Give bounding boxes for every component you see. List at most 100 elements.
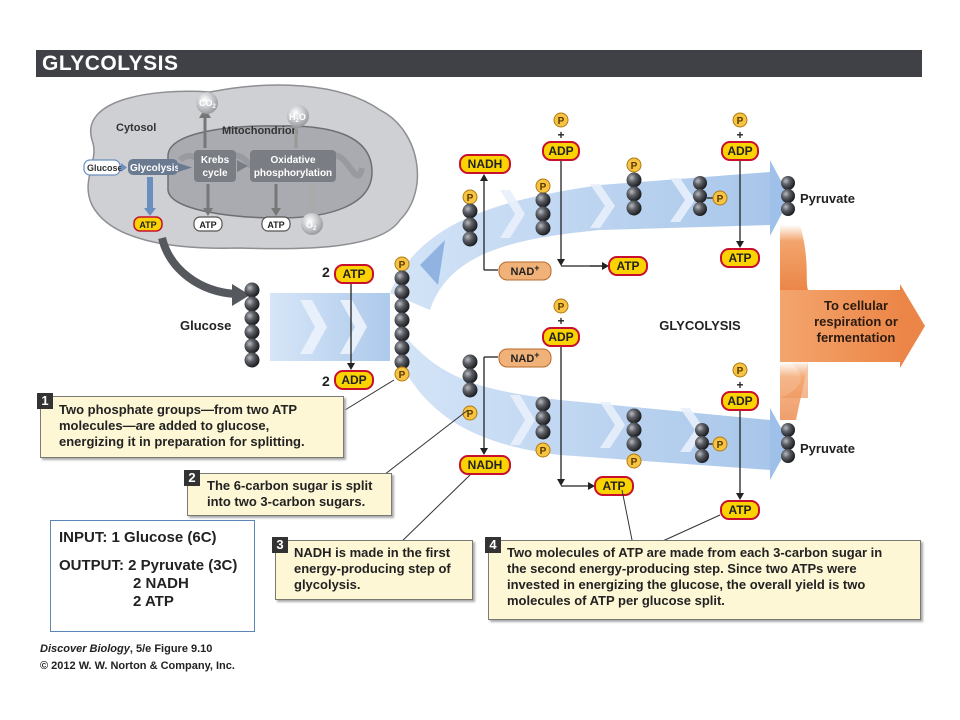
step-4-line-1: Two molecules of ATP are made from each … xyxy=(507,545,883,560)
inset-oxphos-box xyxy=(250,150,336,182)
page-title: GLYCOLYSIS xyxy=(42,52,179,75)
carbon-sphere xyxy=(693,189,707,203)
summary-box: INPUT: 1 Glucose (6C) OUTPUT: 2 Pyruvate… xyxy=(50,520,255,632)
inset-glucose-label: Glucose xyxy=(87,163,123,173)
carbon-sphere xyxy=(695,436,709,450)
step-4-box: 4 Two molecules of ATP are made from eac… xyxy=(485,537,921,620)
step-1-box: 1 Two phosphate groups—from two ATP mole… xyxy=(37,393,344,458)
carbon-sphere xyxy=(394,270,410,286)
phosphate-circle xyxy=(712,436,728,452)
carbon-sphere xyxy=(244,324,260,340)
adp-bottom-1-pill-label: ADP xyxy=(548,330,573,344)
phosphate-label: P xyxy=(717,194,724,205)
arrow-head-icon xyxy=(347,363,355,370)
plus-sign: + xyxy=(736,378,743,392)
pyruvate-label-bottom: Pyruvate xyxy=(800,441,855,456)
step-3-line-2: energy-producing step of xyxy=(294,561,451,576)
step-3-badge: 3 xyxy=(272,537,288,553)
inset-glycolysis-label: Glycolysis xyxy=(130,163,180,174)
cofactor-pills: ATPADPNADHNAD+P+ADPATPP+ADPATPNAD+NADHP+… xyxy=(334,112,760,520)
adp-top-1-pill xyxy=(542,141,580,161)
carbon-sphere xyxy=(626,436,642,452)
phosphate-label: P xyxy=(631,161,638,172)
carbon-sphere xyxy=(535,220,551,236)
output-arrow-head xyxy=(900,284,925,368)
adp-bottom-1-pill xyxy=(542,327,580,347)
carbon-sphere xyxy=(626,200,642,216)
inset-o2-orb xyxy=(301,213,323,235)
copyright: © 2012 W. W. Norton & Company, Inc. xyxy=(40,660,235,672)
carbon-sphere xyxy=(462,382,478,398)
carbon-sphere xyxy=(462,368,478,384)
adp-invest-pill xyxy=(334,370,374,390)
arrow-head-icon xyxy=(736,241,744,248)
adp-top-2-pill xyxy=(721,141,759,161)
inset-atp-3 xyxy=(261,216,291,232)
carbon-sphere xyxy=(244,310,260,326)
carbon-sphere xyxy=(394,298,410,314)
phosphate-label: P xyxy=(631,457,638,468)
step-1-line-1: Two phosphate groups—from two ATP xyxy=(59,402,298,417)
phosphate-circle xyxy=(712,190,728,206)
step-2-line-2: into two 3-carbon sugars. xyxy=(207,494,366,509)
inset-co2-label: CO2 xyxy=(199,98,217,110)
arrow-head-icon xyxy=(480,448,488,455)
adp-count: 2 xyxy=(322,373,330,389)
inset-oxphos-label-2: phosphorylation xyxy=(254,168,332,179)
phosphate-label: P xyxy=(737,366,744,377)
carbon-sphere xyxy=(244,282,260,298)
inset-oxphos-label-1: Oxidative xyxy=(270,155,315,166)
phosphate-label: P xyxy=(737,116,744,127)
atp-count: 2 xyxy=(322,264,330,280)
output-value-1: 2 Pyruvate (3C) xyxy=(128,557,238,574)
plus-sign: + xyxy=(557,128,564,142)
carbon-sphere xyxy=(535,410,551,426)
carbon-sphere xyxy=(394,284,410,300)
carbon-sphere xyxy=(244,338,260,354)
step-1-line-2: molecules—are added to glucose, xyxy=(59,418,270,433)
step-2-line-1: The 6-carbon sugar is split xyxy=(207,478,373,493)
carbon-sphere xyxy=(244,352,260,368)
cell-inset: Cytosol Mitochondrion Glucose Glycolysis… xyxy=(83,84,419,306)
zoom-arrow-icon xyxy=(232,284,250,306)
phosphate-circle xyxy=(732,112,748,128)
phosphate-circle xyxy=(553,112,569,128)
phosphate-label: P xyxy=(467,409,474,420)
atp-bottom-2-pill-label: ATP xyxy=(728,503,751,517)
plus-sign: + xyxy=(736,128,743,142)
step-4-line-4: molecules of ATP per glucose split. xyxy=(507,593,725,608)
arrow-head-icon xyxy=(480,174,488,181)
inset-glucose-pill xyxy=(83,159,121,176)
input-value: 1 Glucose (6C) xyxy=(111,529,217,546)
step-4-line-2: the second energy-producing step. Since … xyxy=(507,561,857,576)
arrow-labels: To cellular respiration or fermentation … xyxy=(659,298,898,345)
atp-top-1-pill-label: ATP xyxy=(616,259,639,273)
phosphate-label: P xyxy=(540,182,547,193)
book-title: Discover Biology xyxy=(40,643,130,655)
atp-invest-pill xyxy=(334,264,374,284)
output-label: OUTPUT: xyxy=(59,557,124,574)
pyruvate-label-top: Pyruvate xyxy=(800,191,855,206)
output-value-2: 2 NADH xyxy=(133,575,189,592)
glycolysis-center-label: GLYCOLYSIS xyxy=(659,318,741,333)
glucose-label: Glucose xyxy=(180,318,231,333)
phosphate-circle xyxy=(535,442,551,458)
adp-bottom-2-pill-label: ADP xyxy=(727,394,752,408)
cytosol-label: Cytosol xyxy=(116,122,156,134)
adp-bottom-2-pill xyxy=(721,391,759,411)
figure-ref: , 5/e Figure 9.10 xyxy=(129,643,213,655)
carbon-sphere xyxy=(394,312,410,328)
atp-top-2-pill-label: ATP xyxy=(728,251,751,265)
carbon-sphere xyxy=(693,176,707,190)
inset-o2-label: O2 xyxy=(306,220,317,232)
step-1-line-3: energizing it in preparation for splitti… xyxy=(59,434,305,449)
phosphate-circle xyxy=(394,366,410,382)
carbon-sphere xyxy=(626,186,642,202)
figure-caption: Discover Biology, 5/e Figure 9.10 xyxy=(40,643,212,655)
phosphate-label: P xyxy=(558,302,565,313)
inset-glycolysis-pill xyxy=(128,159,178,175)
title-bar: GLYCOLYSIS xyxy=(36,50,922,77)
input-row: INPUT: 1 Glucose (6C) xyxy=(59,529,254,547)
phosphate-label: P xyxy=(399,260,406,271)
